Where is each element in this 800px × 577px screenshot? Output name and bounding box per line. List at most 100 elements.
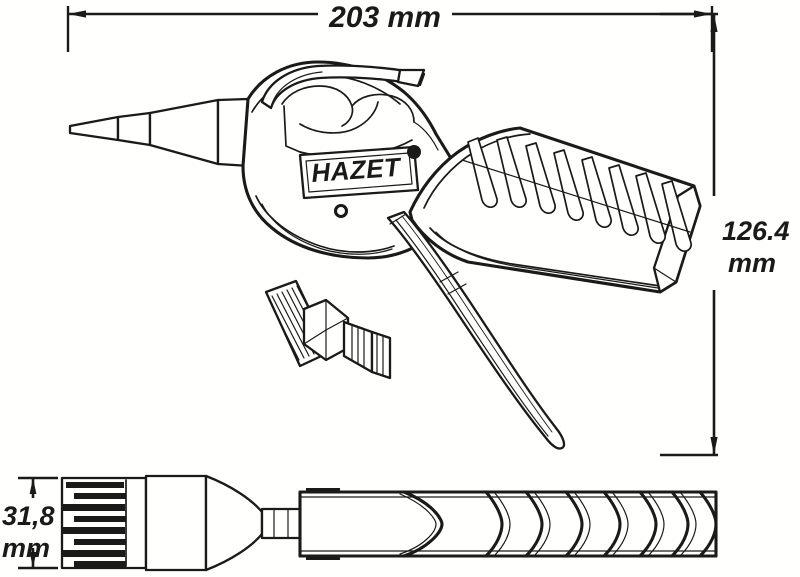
rib-band-4a xyxy=(602,490,622,558)
dimension-label-length: 203 mm xyxy=(328,1,441,34)
rib-band-5a xyxy=(638,490,658,558)
dimension-label-nozzle-value: 31,8 xyxy=(2,501,55,531)
comb-tooth-1b xyxy=(74,493,126,499)
end-cap-edge-2 xyxy=(653,267,677,283)
rib-band-4b xyxy=(611,491,629,557)
arrowhead-top xyxy=(710,14,718,32)
hex-facet-2 xyxy=(325,317,349,331)
logo-dot xyxy=(407,145,421,159)
dimension-nozzle-width: 31,8 mm xyxy=(2,476,58,570)
arrowhead-left xyxy=(68,10,86,18)
arrowhead-nw-bottom xyxy=(29,552,37,568)
logo-wordmark: HAZET xyxy=(310,152,403,188)
rib-band-1b xyxy=(493,491,511,557)
trigger-notch-2 xyxy=(447,283,467,295)
handle-rib-8 xyxy=(661,180,692,252)
facet-mid-curve xyxy=(299,101,379,134)
dimension-label-height-value: 126.4 xyxy=(722,216,790,246)
rib-band-7a xyxy=(698,490,718,558)
bottom-view xyxy=(60,474,718,572)
hook-tip xyxy=(396,68,426,88)
trigger-pivot-mark xyxy=(389,213,407,225)
trigger-inner-line-1 xyxy=(395,219,549,437)
rib-band-3a xyxy=(564,490,584,558)
handle-rib-1 xyxy=(467,137,498,208)
top-hook-lever xyxy=(260,64,426,110)
handle-rib-7 xyxy=(635,172,666,244)
rib-band-6b xyxy=(679,491,697,557)
fitting-plug-head xyxy=(370,330,392,380)
rib-band-6a xyxy=(670,490,690,558)
facet-left-dome xyxy=(281,85,354,127)
dimension-label-height-unit: mm xyxy=(728,248,776,278)
facet-left-edge xyxy=(283,105,301,153)
rib-band-2a xyxy=(524,490,544,558)
dimension-overall-length: 203 mm xyxy=(66,1,714,52)
hook-inner-line xyxy=(271,71,323,105)
comb-teeth-bars xyxy=(63,482,126,567)
nozzle-tip-outline xyxy=(68,115,120,142)
hazet-logo-badge: HAZET xyxy=(298,145,421,200)
trigger-lever xyxy=(386,210,566,450)
rib-band-3b xyxy=(573,491,591,557)
screw-hole xyxy=(333,203,349,219)
air-inlet-fitting xyxy=(264,279,392,380)
barrel-outline xyxy=(298,490,718,558)
arrowhead-nw-top xyxy=(29,478,37,494)
handle-rib-base-line xyxy=(461,159,691,233)
logo-badge-inner xyxy=(305,152,413,193)
rib-band-2b xyxy=(533,491,551,557)
handle-rib-2 xyxy=(496,136,527,208)
end-cap-edge-1 xyxy=(677,185,695,197)
handle-rib-4 xyxy=(553,149,584,221)
comb-tooth-2b xyxy=(74,516,126,522)
fitting-plug-grooves xyxy=(351,325,384,377)
nozzle-tip-band xyxy=(116,111,152,147)
handle-rib-3 xyxy=(525,142,556,214)
handle-rib-5 xyxy=(581,156,612,228)
handle-bottom-inner xyxy=(429,227,661,287)
barrel-grip-swell xyxy=(402,490,444,558)
flare-neck-outline xyxy=(204,474,264,572)
comb-body-block xyxy=(144,474,208,572)
body-shell-lower-rim-2 xyxy=(261,203,393,255)
comb-tooth-3a xyxy=(63,527,125,534)
dimension-overall-height: 126.4 mm xyxy=(660,12,790,457)
rib-band-1a xyxy=(484,490,504,558)
collar-band-outline xyxy=(260,507,302,540)
dimension-label-nozzle-unit: mm xyxy=(2,533,50,563)
rib-band-5b xyxy=(647,491,665,557)
handle-bottom-inner-2 xyxy=(435,231,659,289)
nozzle-tip xyxy=(68,111,152,147)
handle-rib-6 xyxy=(608,164,639,236)
facet-right-drop xyxy=(413,121,439,151)
arrowhead-bottom xyxy=(710,437,718,455)
thread-line-2 xyxy=(276,293,310,357)
comb-tooth-2a xyxy=(63,504,125,511)
thread-line-1 xyxy=(271,295,305,359)
body-barrel xyxy=(298,488,718,560)
nozzle-cone-outline xyxy=(148,98,220,166)
comb-tooth-3b xyxy=(74,539,126,545)
trigger-inner-line-2 xyxy=(401,215,553,433)
side-view: HAZET xyxy=(68,60,702,450)
trigger-outline xyxy=(386,210,566,450)
rib-bands xyxy=(484,490,718,558)
handle-rib-group xyxy=(467,136,692,252)
thread-line-7 xyxy=(268,299,300,361)
barrel-tab-top xyxy=(306,488,340,493)
comb-tooth-4a xyxy=(63,550,125,557)
flare-neck xyxy=(204,474,264,572)
comb-tooth-4b xyxy=(74,561,126,567)
comb-tooth-1a xyxy=(66,482,124,488)
ribbed-handle xyxy=(408,126,702,294)
nozzle-cone xyxy=(148,98,220,166)
screw-hole-circle xyxy=(333,203,349,219)
barrel-tab-bottom xyxy=(306,555,340,560)
trigger-notch-1 xyxy=(439,271,459,283)
collar-band xyxy=(260,507,302,540)
barrel-grip-swell-inner xyxy=(399,493,437,555)
facet-right-dome xyxy=(351,93,415,123)
